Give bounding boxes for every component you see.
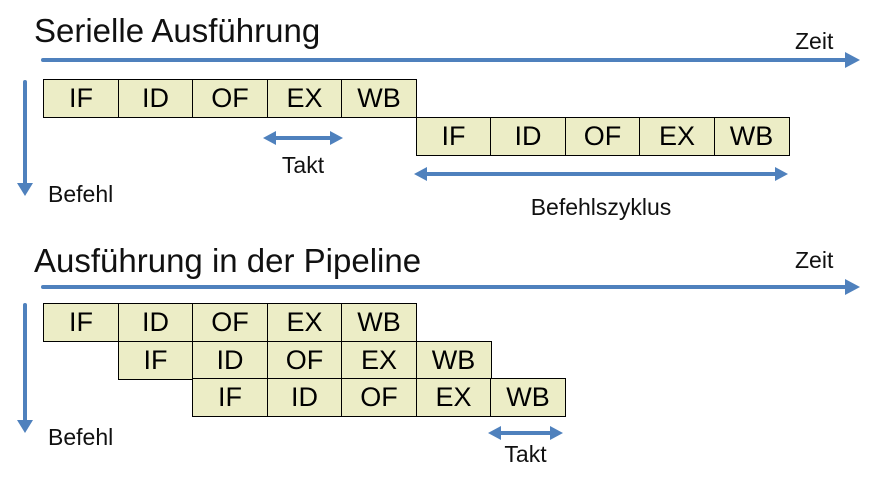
- stage-box-of: OF: [192, 79, 269, 118]
- serial-clock-span-arrow-icon: [263, 131, 343, 145]
- stage-box-wb: WB: [341, 303, 418, 342]
- serial-instruction-axis-arrow-icon: [17, 80, 33, 196]
- serial-instruction-label: Befehl: [48, 181, 114, 207]
- stage-box-of: OF: [266, 340, 343, 380]
- stage-box-ex: EX: [639, 116, 716, 156]
- stage-box-if: IF: [415, 116, 492, 156]
- stage-box-ex: EX: [415, 378, 492, 417]
- pipeline-time-axis-arrow-icon: [41, 279, 860, 295]
- stage-box-if: IF: [192, 378, 269, 417]
- instruction-cycle-span-arrow-icon: [414, 167, 788, 181]
- pipeline-time-label: Zeit: [795, 247, 834, 273]
- instruction-cycle-label: Befehlszyklus: [530, 194, 672, 220]
- stage-box-of: OF: [564, 116, 641, 156]
- stage-box-id: ID: [266, 378, 343, 417]
- stage-box-wb: WB: [713, 116, 790, 156]
- serial-clock-label: Takt: [281, 152, 325, 178]
- stage-box-wb: WB: [490, 378, 567, 417]
- stage-box-id: ID: [117, 303, 194, 342]
- stage-box-id: ID: [117, 79, 194, 118]
- stage-box-of: OF: [192, 303, 269, 342]
- pipeline-instruction-axis-arrow-icon: [17, 303, 33, 433]
- pipeline-section-title: Ausführung in der Pipeline: [34, 242, 422, 279]
- stage-box-ex: EX: [266, 303, 343, 342]
- stage-box-id: ID: [490, 116, 567, 156]
- serial-time-axis-arrow-icon: [41, 52, 860, 68]
- serial-section-title: Serielle Ausführung: [34, 12, 321, 49]
- stage-box-wb: WB: [415, 340, 492, 380]
- stage-box-ex: EX: [341, 340, 418, 380]
- pipeline-instruction-label: Befehl: [48, 424, 114, 450]
- stage-box-if: IF: [117, 340, 194, 380]
- stage-box-if: IF: [43, 79, 120, 118]
- stage-box-id: ID: [192, 340, 269, 380]
- stage-box-if: IF: [43, 303, 120, 342]
- pipeline-clock-span-arrow-icon: [488, 426, 563, 440]
- serial-time-label: Zeit: [795, 28, 834, 54]
- stage-box-ex: EX: [266, 79, 343, 118]
- stage-box-wb: WB: [341, 79, 418, 118]
- stage-box-of: OF: [341, 378, 418, 417]
- pipeline-clock-label: Takt: [504, 441, 547, 467]
